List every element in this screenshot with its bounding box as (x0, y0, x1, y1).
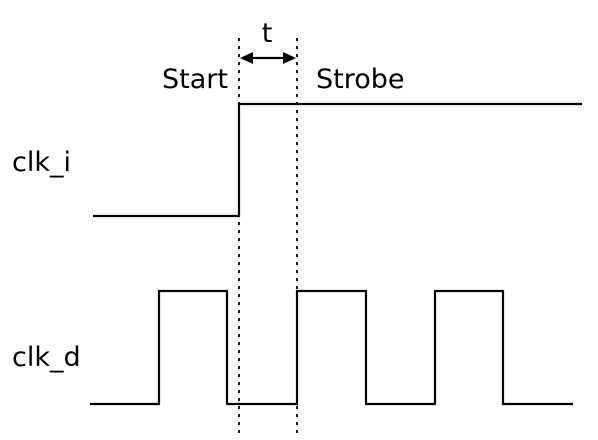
interval-arrow-left-head (240, 52, 253, 64)
clk-d-label: clk_d (12, 342, 81, 373)
strobe-label: Strobe (316, 64, 405, 95)
interval-arrow-right-head (283, 52, 296, 64)
clk-i-waveform (93, 102, 582, 218)
clk-d-waveform (90, 289, 573, 406)
start-label: Start (162, 64, 228, 95)
interval-label: t (262, 18, 273, 49)
clk-i-label: clk_i (12, 147, 71, 178)
interval-arrow (240, 52, 296, 64)
